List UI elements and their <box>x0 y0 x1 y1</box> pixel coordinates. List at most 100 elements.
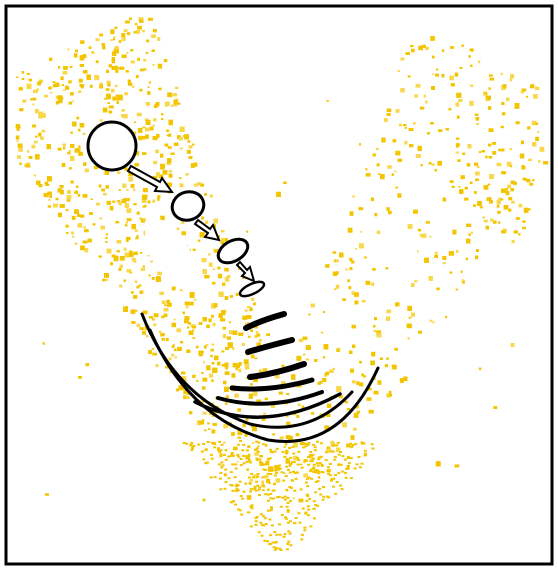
attractor-point <box>488 156 493 159</box>
attractor-point <box>204 449 208 452</box>
attractor-point <box>276 191 281 197</box>
attractor-point <box>242 462 246 465</box>
attractor-point <box>47 176 52 182</box>
attractor-point <box>73 53 78 58</box>
stretched-filaments <box>140 311 380 443</box>
attractor-point <box>279 505 283 508</box>
attractor-point <box>430 122 434 125</box>
attractor-point <box>104 273 109 278</box>
attractor-point <box>442 197 446 202</box>
attractor-point <box>121 109 125 112</box>
attractor-point <box>83 162 87 166</box>
attractor-point <box>438 129 443 132</box>
attractor-point <box>250 329 253 332</box>
attractor-point <box>197 182 201 186</box>
attractor-point <box>57 188 63 193</box>
attractor-point <box>225 395 229 398</box>
attractor-point <box>179 341 184 344</box>
attractor-point <box>269 468 272 471</box>
attractor-point <box>158 87 162 91</box>
attractor-point <box>535 122 539 125</box>
filament-6 <box>193 392 342 419</box>
attractor-point <box>259 513 263 516</box>
attractor-point <box>319 455 323 458</box>
attractor-point <box>76 148 81 153</box>
attractor-point <box>205 220 209 224</box>
attractor-point <box>202 458 206 461</box>
attractor-point <box>225 347 230 350</box>
hollow-arrows <box>126 164 256 283</box>
attractor-point <box>252 391 258 396</box>
attractor-point <box>304 445 308 448</box>
attractor-point <box>373 324 376 328</box>
attractor-point <box>334 259 339 263</box>
attractor-point <box>268 543 272 546</box>
attractor-point <box>312 443 316 446</box>
attractor-point <box>49 57 53 62</box>
attractor-point <box>135 75 139 79</box>
attractor-point <box>115 94 118 97</box>
attractor-point <box>139 68 144 72</box>
attractor-point <box>386 113 391 116</box>
attractor-point <box>469 84 474 87</box>
attractor-point <box>173 348 177 352</box>
attractor-point <box>319 493 323 496</box>
attractor-point <box>469 181 473 184</box>
attractor-point <box>108 64 112 68</box>
attractor-point <box>482 216 485 219</box>
attractor-point <box>204 193 207 196</box>
attractor-point <box>334 492 338 495</box>
attractor-point <box>464 197 469 201</box>
attractor-point <box>222 326 226 330</box>
attractor-point <box>19 108 24 112</box>
attractor-point <box>184 301 190 306</box>
attractor-point <box>267 481 271 484</box>
attractor-point <box>430 36 435 41</box>
attractor-point <box>318 487 322 490</box>
attractor-point <box>99 119 103 122</box>
attractor-point <box>363 375 367 378</box>
attractor-point <box>47 205 51 208</box>
attractor-point <box>252 426 257 432</box>
attractor-point <box>327 472 331 475</box>
attractor-point <box>455 151 459 154</box>
attractor-point <box>119 256 125 261</box>
attractor-point <box>186 149 191 154</box>
attractor-point <box>130 184 135 188</box>
attractor-point <box>234 503 238 506</box>
attractor-point <box>101 43 105 47</box>
attractor-point <box>167 146 172 149</box>
attractor-point <box>220 318 226 322</box>
attractor-point <box>260 369 266 374</box>
attractor-point <box>242 315 248 320</box>
attractor-point <box>413 122 416 125</box>
attractor-point <box>321 331 324 334</box>
attractor-point <box>527 126 531 130</box>
attractor-point <box>71 100 74 102</box>
attractor-point <box>312 500 316 503</box>
attractor-point <box>275 447 279 450</box>
attractor-point <box>364 256 367 259</box>
attractor-point <box>172 344 175 347</box>
attractor-point <box>224 468 228 471</box>
attractor-point <box>417 228 422 232</box>
attractor-point <box>386 108 392 113</box>
attractor-point <box>256 473 260 475</box>
attractor-point <box>146 335 149 338</box>
attractor-point <box>335 271 339 275</box>
attractor-point <box>72 235 75 238</box>
attractor-point <box>351 324 356 329</box>
attractor-point <box>105 237 108 239</box>
attractor-point <box>129 250 133 254</box>
uncertainty-sequence <box>86 120 266 298</box>
left-lobe-hole <box>145 218 199 292</box>
attractor-point <box>160 215 165 221</box>
attractor-point <box>259 455 263 458</box>
attractor-point <box>420 164 423 167</box>
attractor-point <box>113 65 118 69</box>
attractor-point <box>314 491 318 494</box>
attractor-point <box>306 443 310 446</box>
attractor-point <box>464 186 468 190</box>
attractor-point <box>161 315 165 319</box>
attractor-point <box>395 186 398 189</box>
